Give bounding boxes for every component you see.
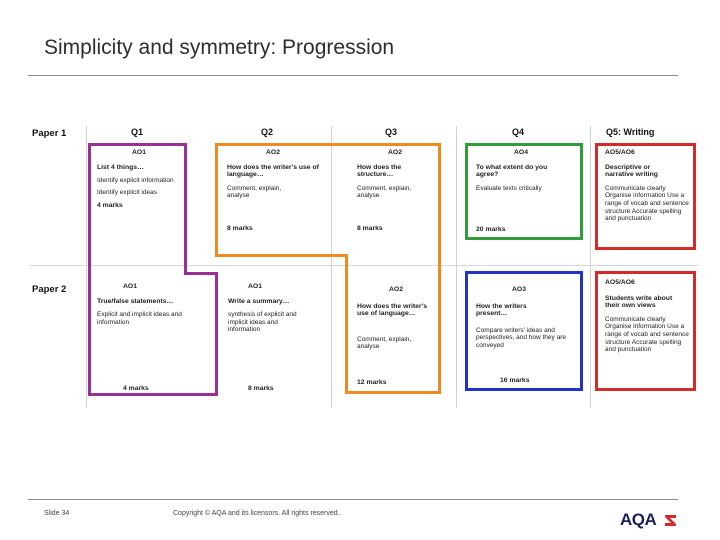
footer-divider	[28, 499, 678, 500]
skill-text: Communicate clearly Organise information…	[605, 184, 689, 223]
row-label-paper-1: Paper 1	[32, 128, 67, 139]
column-header-q2: Q2	[261, 127, 274, 137]
skill-text: Comment, explain, analyse	[357, 335, 412, 351]
grid-line	[590, 126, 591, 408]
grid-line	[331, 126, 332, 408]
marks-text: 4 marks	[123, 385, 149, 392]
skill-text: Compare writers' ideas and perspectives,…	[476, 326, 566, 349]
copyright-notice: Copyright © AQA and its licensors. All r…	[173, 510, 340, 517]
column-header-q1: Q1	[131, 127, 144, 137]
paper1-q2-cell: AO2 How does the writer's use of languag…	[227, 149, 319, 206]
skill-text: Explicit and implicit ideas and informat…	[97, 311, 182, 326]
paper2-q4-cell: AO3 How the writers present… Compare wri…	[476, 286, 572, 356]
skill-text: Evaluate texts critically	[476, 184, 542, 192]
paper2-q2-cell: AO1 Write a summary… synthesis of explic…	[228, 283, 323, 340]
ao-label: AO1	[123, 283, 137, 290]
paper2-q1-cell: AO1 True/false statements… Explicit and …	[97, 283, 197, 332]
ao-label: AO2	[266, 149, 280, 156]
paper2-q3-cell: AO2 How does the writer's use of languag…	[357, 286, 435, 357]
question-text: How does the writer's use of language…	[357, 302, 427, 318]
ao-label: AO3	[512, 286, 526, 293]
marks-text: 8 marks	[248, 385, 274, 392]
paper1-q1-cell: AO1 List 4 things… Identify explicit inf…	[97, 149, 181, 210]
aqa-logo: AQA	[620, 510, 680, 534]
logo-text: AQA	[620, 510, 657, 529]
q4-paper1-outline	[465, 143, 583, 240]
paper1-q5-cell: AO5/AO6 Descriptive or narrative writing…	[605, 149, 691, 229]
skill-text: Communicate clearly Organise information…	[605, 315, 689, 354]
row-label-paper-2: Paper 2	[32, 284, 67, 295]
grid-line	[30, 265, 698, 266]
column-header-q4: Q4	[512, 127, 525, 137]
ao-label: AO4	[514, 149, 528, 156]
grid-line	[456, 126, 457, 408]
question-text: To what extent do you agree?	[476, 163, 548, 179]
ao-label: AO1	[248, 283, 262, 290]
question-text: Descriptive or narrative writing	[605, 163, 658, 179]
question-text: How does the writer's use of language…	[227, 163, 319, 179]
q5-paper2-outline	[595, 271, 696, 391]
marks-text: 16 marks	[500, 377, 530, 384]
marks-text: 8 marks	[227, 225, 253, 232]
ao-label: AO5/AO6	[605, 149, 635, 156]
ao-label: AO2	[389, 286, 403, 293]
skill-text: Comment, explain, analyse	[227, 184, 282, 200]
column-header-q5: Q5: Writing	[606, 127, 655, 137]
marks-text: 20 marks	[476, 226, 506, 233]
column-header-q3: Q3	[385, 127, 398, 137]
marks-text: 4 marks	[97, 202, 123, 210]
question-text: How the writers present…	[476, 302, 527, 318]
marks-text: 8 marks	[357, 225, 383, 232]
logo-flag-icon	[665, 515, 676, 526]
paper1-q4-cell: AO4 To what extent do you agree? Evaluat…	[476, 149, 576, 198]
ao-label: AO5/AO6	[605, 279, 635, 286]
paper2-q5-cell: AO5/AO6 Students write about their own v…	[605, 279, 691, 360]
grid-line	[86, 126, 87, 408]
paper1-q3-cell: AO2 How does the structure… Comment, exp…	[357, 149, 433, 206]
question-text: How does the structure…	[357, 163, 402, 179]
question-text: List 4 things…	[97, 163, 144, 171]
skill-text: Comment, explain, analyse	[357, 184, 412, 200]
skill-text: Identify explicit information	[97, 177, 174, 185]
skill-text: synthesis of explicit and implicit ideas…	[228, 311, 297, 334]
question-text: Students write about their own views	[605, 294, 673, 310]
header-divider	[28, 75, 678, 76]
skill-text: Identify explicit ideas	[97, 188, 157, 196]
q4-paper2-outline	[465, 271, 583, 391]
marks-text: 12 marks	[357, 379, 387, 386]
q5-paper1-outline	[595, 143, 696, 250]
question-text: Write a summary…	[228, 297, 290, 305]
ao-label: AO1	[132, 149, 146, 156]
slide-number: Slide 34	[44, 510, 70, 517]
ao-label: AO2	[388, 149, 402, 156]
slide-title: Simplicity and symmetry: Progression	[44, 36, 395, 59]
question-text: True/false statements…	[97, 297, 174, 305]
